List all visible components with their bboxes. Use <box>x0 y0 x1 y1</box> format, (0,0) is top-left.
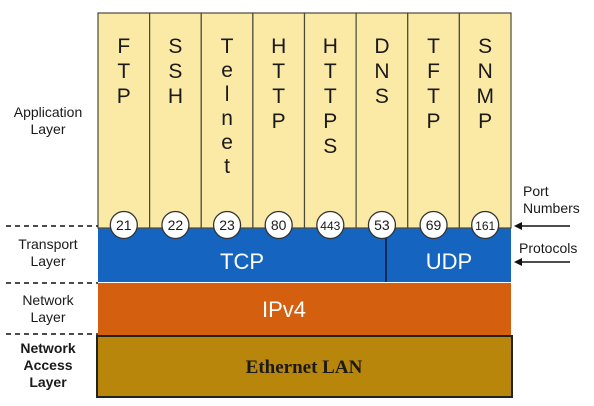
port-number: 80 <box>271 217 287 233</box>
layer-label-application: Application Layer <box>13 104 83 137</box>
port-circle-53 <box>367 210 397 240</box>
layer-label-network-access: Network Access Layer <box>20 340 76 390</box>
app-letter: e <box>221 59 233 82</box>
app-letter: S <box>168 60 182 83</box>
app-letter: P <box>272 110 286 133</box>
port-number: 22 <box>168 217 184 233</box>
app-letter: S <box>478 35 492 58</box>
port-circle-69 <box>419 210 448 240</box>
layer-label-transport: Transport Layer <box>18 236 78 269</box>
port-numbers-label: Port Numbers <box>523 183 580 216</box>
app-letter: P <box>478 110 492 133</box>
app-column-http <box>252 12 306 229</box>
ethernet-layer-box <box>96 335 513 398</box>
port-number: 443 <box>320 219 340 233</box>
udp-label: UDP <box>426 249 472 274</box>
port-circle-23 <box>212 210 242 240</box>
app-letter: T <box>221 35 234 58</box>
app-letter: T <box>324 60 337 83</box>
app-column-ssh <box>149 12 202 229</box>
app-letter: e <box>221 131 233 154</box>
app-column-https <box>303 12 357 229</box>
annotation-arrowhead-1 <box>514 222 522 230</box>
app-letter: P <box>323 110 337 133</box>
app-letter: D <box>374 35 389 58</box>
app-letter: N <box>478 60 493 83</box>
app-column-telnet <box>200 12 254 229</box>
annotation-arrowhead-2 <box>514 258 522 266</box>
port-circle-80 <box>264 210 293 240</box>
app-letter: T <box>272 60 285 83</box>
protocols-label: Protocols <box>519 240 578 256</box>
ipv4-layer-box <box>98 283 511 335</box>
port-circle-161 <box>471 210 500 240</box>
app-letter: n <box>221 107 233 130</box>
app-letter: S <box>375 85 389 108</box>
app-column-dns <box>355 12 409 229</box>
app-letter: H <box>271 35 286 58</box>
app-letter: T <box>272 85 285 108</box>
app-letter: l <box>225 83 230 106</box>
app-letter: T <box>427 85 440 108</box>
app-letter: M <box>476 85 494 108</box>
port-number: 161 <box>475 219 495 233</box>
app-letter: S <box>168 35 182 58</box>
app-letter: T <box>427 35 440 58</box>
app-letter: S <box>323 135 337 158</box>
app-letter: T <box>324 85 337 108</box>
app-letter: T <box>117 60 130 83</box>
port-number: 53 <box>374 217 390 233</box>
app-letter: F <box>427 60 440 83</box>
port-number: 23 <box>219 217 235 233</box>
app-column-tftp <box>407 12 460 229</box>
port-number: 69 <box>426 217 442 233</box>
app-letter: H <box>323 35 338 58</box>
ethernet-label: Ethernet LAN <box>246 357 363 378</box>
app-letter: H <box>168 85 183 108</box>
app-letter: t <box>224 155 230 178</box>
app-letter: N <box>374 60 389 83</box>
port-circle-21 <box>109 210 138 240</box>
layer-label-network: Network Layer <box>22 292 74 325</box>
port-number: 21 <box>116 217 132 233</box>
app-letter: P <box>427 110 441 133</box>
port-circle-443 <box>316 210 345 240</box>
port-circle-22 <box>161 210 190 240</box>
app-letter: P <box>117 85 131 108</box>
app-letter: F <box>117 35 130 58</box>
tcp-label: TCP <box>220 249 264 274</box>
ipv4-label: IPv4 <box>262 297 306 322</box>
